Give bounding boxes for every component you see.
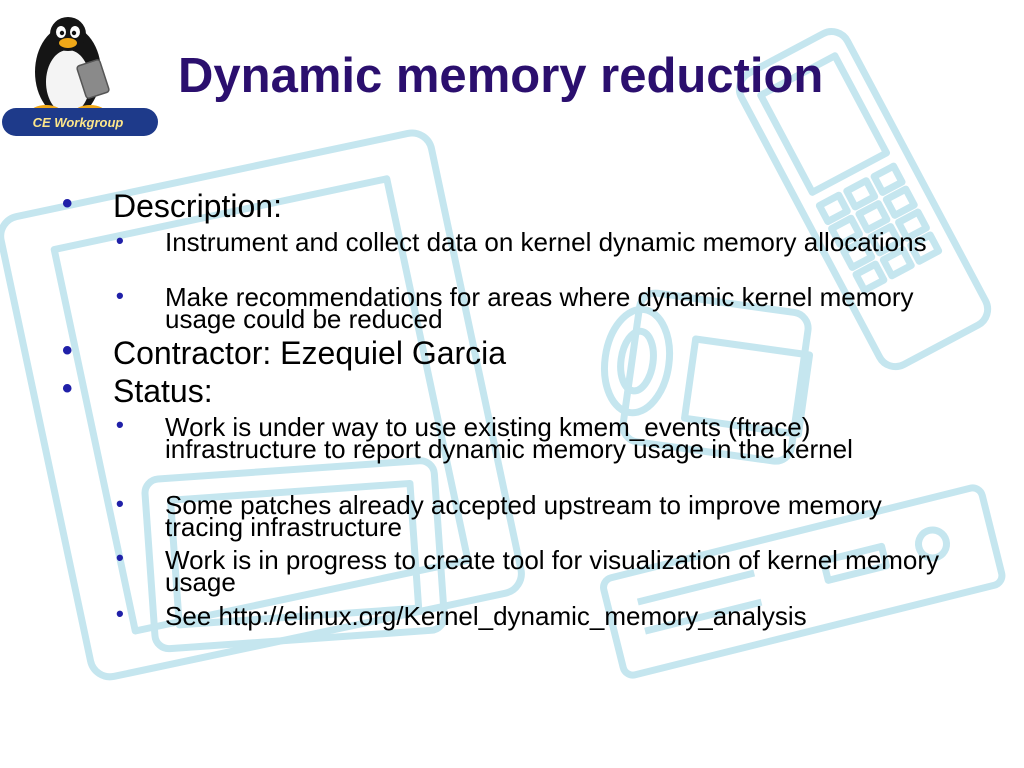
monitor-outline-icon — [141, 457, 448, 653]
ce-workgroup-badge: CE Workgroup — [2, 108, 158, 136]
tablet-outline-icon — [0, 129, 525, 681]
bullet-contractor: Contractor: Ezequiel Garcia — [113, 335, 507, 371]
sub-bullet-icon: • — [116, 545, 124, 570]
sub-bullet-text: Work is under way to use existing kmem_e… — [165, 412, 853, 464]
sub-bullet-icon: • — [116, 601, 124, 626]
bullet-icon: • — [62, 334, 73, 367]
bullet-status: Status: — [113, 373, 213, 409]
ce-workgroup-logo: CE Workgroup — [2, 17, 158, 136]
svg-text:CE Workgroup: CE Workgroup — [33, 115, 124, 130]
bullet-icon: • — [62, 187, 73, 220]
sub-bullet-link: See http://elinux.org/Kernel_dynamic_mem… — [165, 601, 807, 631]
tux-penguin-icon — [30, 17, 110, 121]
camcorder-outline-icon — [601, 289, 814, 465]
sub-bullet-text: Make recommendations for areas where dyn… — [165, 282, 914, 334]
sub-bullet-text: Work is in progress to create tool for v… — [165, 545, 940, 597]
slide-title: Dynamic memory reduction — [178, 49, 824, 103]
bullet-description: Description: — [113, 188, 282, 224]
sub-bullet-icon: • — [116, 228, 124, 253]
sub-bullet-icon: • — [116, 283, 124, 308]
sub-bullet-text: Some patches already accepted upstream t… — [165, 490, 882, 542]
settop-box-outline-icon — [600, 484, 1006, 679]
phone-outline-icon — [735, 28, 992, 371]
sub-bullet-text: Instrument and collect data on kernel dy… — [165, 227, 927, 257]
sub-bullet-icon: • — [116, 412, 124, 437]
sub-bullet-icon: • — [116, 491, 124, 516]
bullet-icon: • — [62, 372, 73, 405]
